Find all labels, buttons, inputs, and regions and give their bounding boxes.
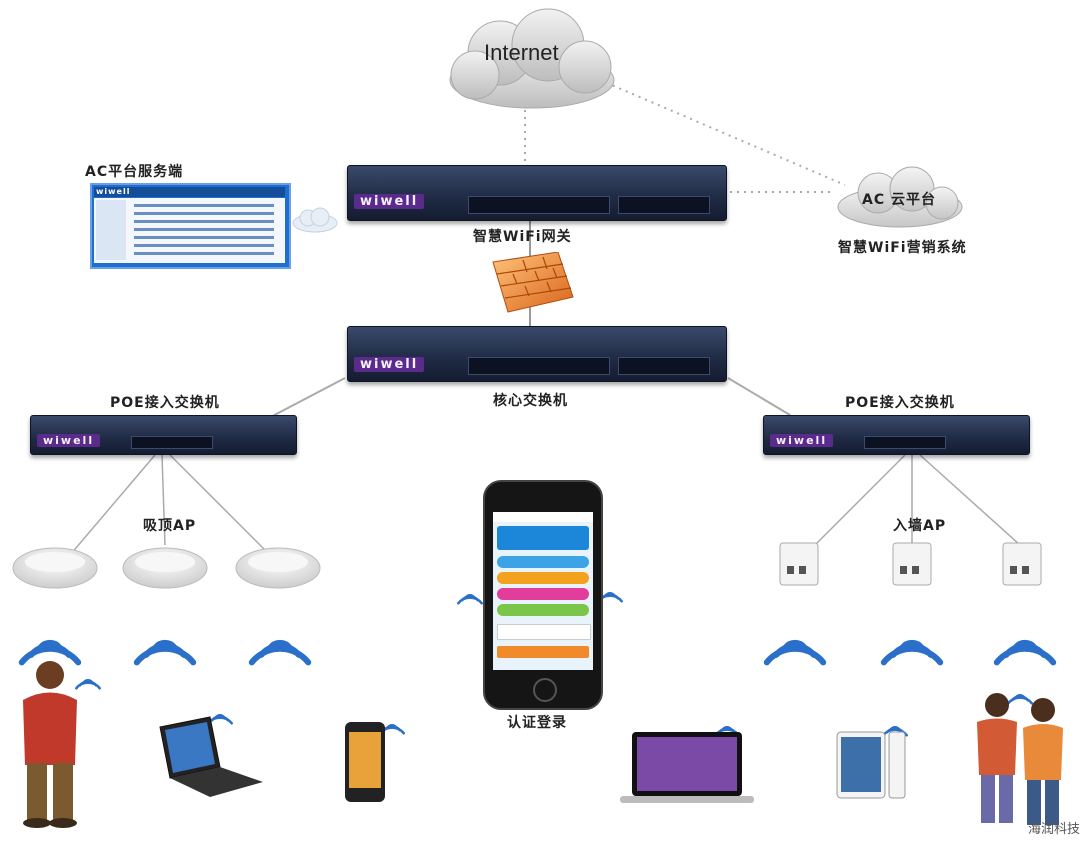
core-switch-brand: wiwell: [354, 357, 425, 372]
ap-wifi-signal-icon: [248, 639, 312, 666]
ap-wifi-signal-icon: [763, 639, 827, 666]
wifi-arc: [880, 645, 944, 666]
ceiling-ap-icon: [12, 547, 98, 589]
device-wifi-signal-icon: [75, 679, 101, 690]
internet-label: Internet: [484, 40, 559, 65]
ap-wifi-signal-icon: [880, 639, 944, 666]
ceiling-ap-icon: [235, 547, 321, 589]
ac-cloud-icon: [837, 166, 963, 228]
internet-cloud-icon: [449, 8, 615, 109]
smartphone-icon: [345, 722, 385, 802]
wall-ap-link-3: [919, 454, 1021, 546]
ceiling-ap-icon: [122, 547, 208, 589]
gateway-brand: wiwell: [354, 194, 425, 209]
wall-ap-link-1: [814, 454, 906, 546]
person-icon: [23, 661, 77, 828]
wifi-arc: [133, 645, 197, 666]
ap-wifi-signal-icon: [993, 639, 1057, 666]
ac-server-cloud-icon: [292, 207, 338, 233]
wifi-gateway-icon: wiwell: [347, 165, 727, 221]
wall-ap-icon: [892, 542, 932, 586]
internet-cloud-link: [599, 79, 846, 186]
device-wifi-signal-icon: [1007, 694, 1033, 705]
core-switch-label: 核心交换机: [493, 393, 568, 409]
people-icon: [977, 693, 1063, 825]
wifi-arc: [1007, 696, 1033, 705]
poe-right-label: POE接入交换机: [845, 395, 955, 411]
wall-ap-icon: [779, 542, 819, 586]
ac-server-label: AC平台服务端: [85, 164, 184, 180]
poe-right-brand: wiwell: [770, 434, 834, 447]
watermark-text: 海润科技: [1027, 822, 1080, 837]
ceiling-ap-label: 吸顶AP: [143, 518, 197, 534]
poe-left-label: POE接入交换机: [110, 395, 220, 411]
core-switch-icon: wiwell: [347, 326, 727, 382]
poe-left-brand: wiwell: [37, 434, 101, 447]
marketing-system-label: 智慧WiFi营销系统: [838, 240, 967, 256]
core-poe-right-link: [727, 377, 791, 416]
wifi-arc: [248, 645, 312, 666]
ap-wifi-signal-icon: [18, 639, 82, 666]
cloud-platform-label: AC 云平台: [862, 192, 936, 208]
auth-label: 认证登录: [507, 715, 567, 731]
wall-ap-icon: [1002, 542, 1042, 586]
ap-link-2: [161, 454, 166, 546]
dashboard-table-icon: [96, 200, 274, 260]
macbook-icon: [620, 732, 754, 803]
wifi-arc: [993, 645, 1057, 666]
laptop-icon: [159, 716, 263, 797]
gateway-label: 智慧WiFi网关: [473, 229, 572, 245]
wifi-arc: [457, 596, 483, 605]
wifi-arc: [763, 645, 827, 666]
phone-auth-icon: [483, 480, 603, 710]
ap-wifi-signal-icon: [133, 639, 197, 666]
ac-server-screen-icon: wiwell: [90, 183, 291, 269]
ap-link-3: [169, 454, 266, 551]
wifi-arc: [75, 681, 101, 690]
device-wifi-signal-icon: [457, 594, 483, 605]
firewall-icon: [492, 252, 574, 313]
ac-server-brand: wiwell: [96, 187, 131, 196]
wall-ap-label: 入墙AP: [893, 518, 947, 534]
poe-switch-right-icon: wiwell: [763, 415, 1030, 455]
core-poe-left-link: [264, 377, 346, 421]
ap-link-1: [69, 454, 156, 556]
wifi-arc: [18, 645, 82, 666]
tablet-icon: [836, 731, 906, 799]
home-button-icon: [533, 678, 557, 702]
poe-switch-left-icon: wiwell: [30, 415, 297, 455]
